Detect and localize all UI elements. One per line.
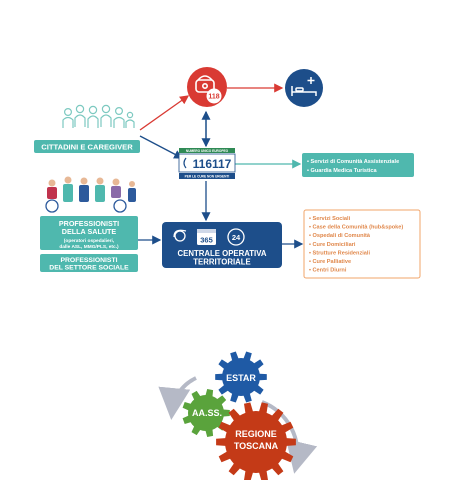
social-pros-box bbox=[40, 254, 138, 272]
cot-badge-24: 24 bbox=[232, 233, 241, 242]
territorial-services-box: • Servizi Sociali • Case della Comunità (… bbox=[303, 209, 421, 279]
gear-estar-label: ESTAR bbox=[226, 373, 256, 383]
community-services-box: • Servizi di Comunità Assistenziale • Gu… bbox=[302, 153, 414, 177]
health-pros-box bbox=[40, 216, 138, 250]
gear-aass-shape bbox=[182, 389, 230, 437]
gear-regione-shape bbox=[216, 402, 296, 480]
arrow-citizens-to-118 bbox=[139, 95, 190, 131]
community-service-item: • Guardia Medica Turistica bbox=[307, 168, 378, 174]
gear-estar-shape bbox=[215, 351, 267, 403]
people-group-icon bbox=[62, 104, 135, 128]
gear-aass-label: AA.SS. bbox=[192, 408, 222, 418]
gear-aass bbox=[182, 389, 230, 437]
health-professionals-illustration bbox=[45, 176, 136, 213]
territorial-service-item: • Strutture Residenziali bbox=[309, 250, 370, 256]
clock-24-icon: 24 bbox=[227, 228, 245, 246]
health-pros-subtitle-line2: dalle ASL, MMG/PLS, etc.) bbox=[59, 244, 119, 250]
citizens-label-box bbox=[34, 140, 140, 153]
cot-node: 365 24 CENTRALE OPERATIVA TERRITORIALE bbox=[162, 222, 282, 268]
gears-illustration: ESTAR AA.SS. REGIONE TOSCANA bbox=[158, 351, 318, 480]
connectors bbox=[138, 83, 304, 249]
headset-icon bbox=[173, 229, 187, 242]
number-116117: 116117 bbox=[193, 157, 232, 171]
cot-badge-365: 365 bbox=[200, 236, 213, 245]
social-pros-title-line2: DEL SETTORE SOCIALE bbox=[49, 265, 129, 272]
number-116117-node: NUMERO UNICO EUROPEO 116117 PER LE CURE … bbox=[178, 148, 236, 179]
people-group-icon bbox=[45, 176, 136, 213]
territorial-service-item: • Servizi Sociali bbox=[309, 216, 351, 222]
cot-label-line2: TERRITORIALE bbox=[193, 258, 250, 267]
hospital-bed-icon bbox=[291, 77, 317, 96]
orbit-arrow bbox=[158, 376, 197, 420]
territorial-service-item: • Cure Domiciliari bbox=[309, 242, 356, 248]
territorial-service-item: • Case della Comunità (hub&spoke) bbox=[309, 225, 403, 231]
territorial-service-item: • Centri Diurni bbox=[309, 268, 347, 274]
gear-estar bbox=[215, 351, 267, 403]
emergency-118-node: 118 bbox=[187, 67, 227, 107]
citizens-illustration bbox=[62, 104, 135, 128]
health-pros-subtitle-line1: (operatori ospedalieri, bbox=[64, 238, 115, 244]
citizens-label: CITTADINI E CAREGIVER bbox=[41, 143, 133, 152]
arrow-citizens-to-116117 bbox=[139, 135, 184, 159]
phone-icon bbox=[195, 75, 215, 93]
health-pros-title-line2: DELLA SALUTE bbox=[62, 227, 117, 236]
hospital-node bbox=[285, 69, 323, 107]
territorial-service-item: • Ospedali di Comunità bbox=[309, 233, 371, 239]
number-116117-bottom: PER LE CURE NON URGENTI bbox=[185, 175, 230, 179]
number-116117-top: NUMERO UNICO EUROPEO bbox=[186, 149, 229, 153]
calendar-icon: 365 bbox=[197, 229, 216, 245]
gear-regione-label-line1: REGIONE bbox=[235, 429, 277, 439]
health-pros-title-line1: PROFESSIONISTI bbox=[59, 219, 119, 228]
cot-label-line1: CENTRALE OPERATIVA bbox=[178, 249, 267, 258]
territorial-service-item: • Cure Palliative bbox=[309, 259, 351, 265]
phone-icon bbox=[183, 157, 187, 169]
gear-regione-label-line2: TOSCANA bbox=[234, 441, 279, 451]
emergency-number: 118 bbox=[208, 94, 219, 101]
community-service-item: • Servizi di Comunità Assistenziale bbox=[307, 159, 399, 165]
gear-regione bbox=[216, 402, 296, 480]
social-pros-title-line1: PROFESSIONISTI bbox=[60, 257, 117, 264]
